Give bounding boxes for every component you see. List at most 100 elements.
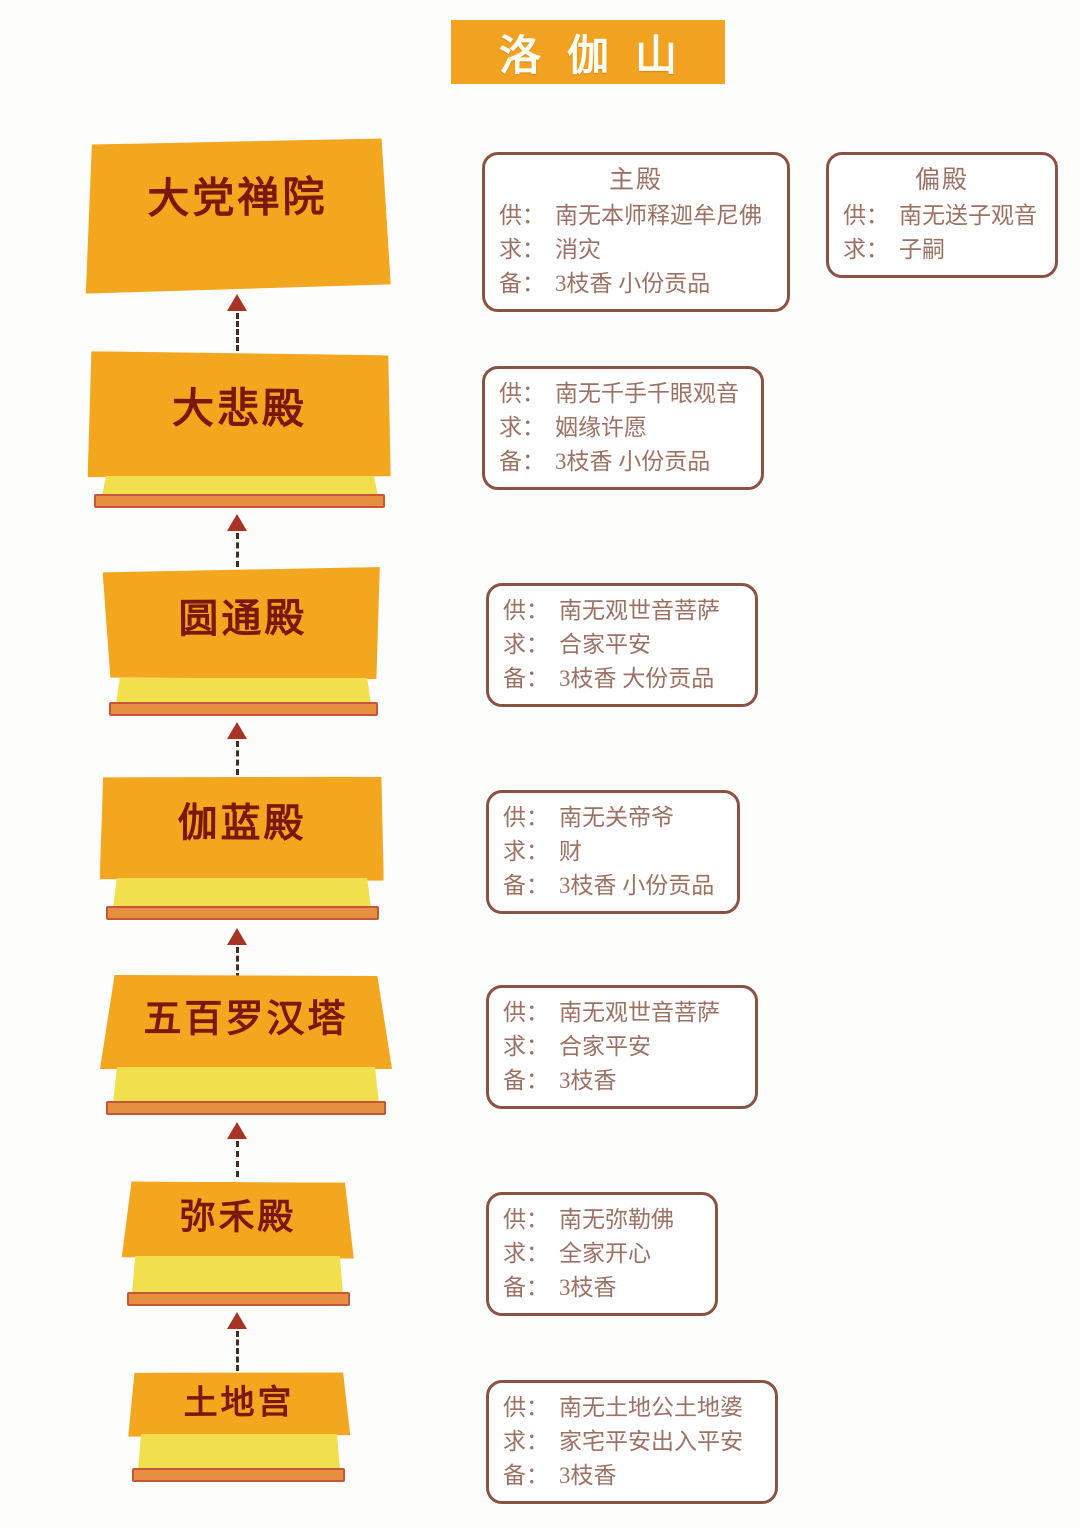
info-line: 备： 3枝香 小份贡品 xyxy=(503,869,723,903)
info-line-value: 3枝香 xyxy=(559,1463,617,1489)
info-line-value: 财 xyxy=(559,839,582,865)
info-line-label: 供： xyxy=(499,203,545,229)
info-line-value: 南无本师释迦牟尼佛 xyxy=(555,203,762,229)
info-line: 备：3枝香 小份贡品 xyxy=(499,267,773,301)
info-line-label: 备： xyxy=(499,449,545,475)
info-line-value: 消灾 xyxy=(555,237,601,263)
temple-base xyxy=(106,1101,386,1115)
info-line-label: 供： xyxy=(843,203,889,229)
temple-name: 大悲殿 xyxy=(171,386,308,433)
up-arrow-6 xyxy=(227,1312,247,1371)
info-box-五百罗汉塔: 供：南无观世音菩萨求：合家平安备： 3枝香 xyxy=(486,985,758,1110)
arrow-dashed-line xyxy=(235,533,239,567)
info-line-value: 南无土地公土地婆 xyxy=(559,1395,743,1420)
info-line-label: 供： xyxy=(503,598,549,623)
info-line: 供： 南无本师释迦牟尼佛 xyxy=(499,199,773,233)
info-line-value: 合家平安 xyxy=(559,1034,651,1060)
arrow-head-icon xyxy=(227,294,247,311)
up-arrow-2 xyxy=(227,514,247,567)
temple-name: 大党禅院 xyxy=(147,175,328,223)
info-box-弥禾殿: 供：南无弥勒佛求：全家开心备：3枝香 xyxy=(486,1192,718,1317)
info-line-label: 备： xyxy=(503,1463,549,1489)
info-line-value: 姻缘许愿 xyxy=(555,415,647,441)
info-line-label: 求： xyxy=(503,1429,549,1455)
info-line-value: 家宅平安出入平安 xyxy=(559,1429,743,1455)
info-line: 备： 3枝香 xyxy=(503,1459,761,1493)
info-line-value: 3枝香 小份贡品 xyxy=(555,449,711,475)
info-box-title: 主殿 xyxy=(608,167,663,194)
info-line-value: 3枝香 小份贡品 xyxy=(555,271,711,297)
info-line-value: 南无观世音菩萨 xyxy=(559,1000,720,1025)
info-line-label: 供： xyxy=(503,1207,549,1232)
info-box-大党禅院-主殿: 主殿供： 南无本师释迦牟尼佛求： 消灾备：3枝香 小份贡品 xyxy=(482,152,790,313)
info-line: 供： 南无关帝爷 xyxy=(503,801,723,835)
info-line-value: 南无千手千眼观音 xyxy=(555,381,739,406)
arrow-dashed-line xyxy=(235,741,239,775)
temple-base xyxy=(94,494,385,508)
info-line-label: 求： xyxy=(503,1241,549,1267)
temple-body xyxy=(116,678,371,704)
info-line-label: 备： xyxy=(503,1068,549,1094)
temple-roof: 五百罗汉塔 xyxy=(100,975,392,1069)
arrow-head-icon xyxy=(227,514,247,531)
page-title: 洛伽山 xyxy=(451,20,725,84)
info-line-label: 求： xyxy=(499,237,545,263)
info-line-value: 3枝香 小份贡品 xyxy=(559,873,715,899)
info-line: 供： 南无送子观音 xyxy=(843,199,1041,233)
info-line: 供： 南无土地公土地婆 xyxy=(503,1391,761,1425)
info-box-土地宫: 供： 南无土地公土地婆求： 家宅平安出入平安备： 3枝香 xyxy=(486,1380,778,1505)
info-line: 供： 南无千手千眼观音 xyxy=(499,377,747,411)
info-line: 备：3枝香 xyxy=(503,1271,701,1305)
arrow-head-icon xyxy=(227,722,247,739)
temple-block-2: 大悲殿 xyxy=(88,352,391,512)
info-line: 供：南无观世音菩萨 xyxy=(503,996,741,1030)
info-line: 求： 家宅平安出入平安 xyxy=(503,1425,761,1459)
info-line: 求：合家平安 xyxy=(503,1030,741,1064)
info-line-label: 供： xyxy=(503,805,549,830)
temple-body xyxy=(113,1067,379,1103)
up-arrow-5 xyxy=(227,1122,247,1177)
info-line-value: 南无送子观音 xyxy=(899,203,1037,229)
temple-roof: 弥禾殿 xyxy=(122,1181,354,1258)
info-line-label: 供： xyxy=(499,381,545,406)
info-line: 求： 财 xyxy=(503,835,723,869)
temple-name: 五百罗汉塔 xyxy=(143,997,349,1040)
info-line-label: 备： xyxy=(503,873,549,899)
info-line: 求： 全家开心 xyxy=(503,1237,701,1271)
arrow-head-icon xyxy=(227,928,247,945)
temple-name: 土地宫 xyxy=(183,1383,295,1422)
info-line: 求：姻缘许愿 xyxy=(499,411,747,445)
info-line: 备：3枝香 大份贡品 xyxy=(503,662,741,696)
arrow-dashed-line xyxy=(235,947,239,979)
info-line: 供： 南无观世音菩萨 xyxy=(503,594,741,628)
temple-base xyxy=(132,1468,345,1482)
temple-block-1: 大党禅院 xyxy=(85,140,390,292)
info-line-value: 全家开心 xyxy=(559,1241,651,1267)
arrow-dashed-line xyxy=(235,313,239,351)
info-line-value: 3枝香 xyxy=(559,1068,617,1094)
temple-name: 圆通殿 xyxy=(178,595,308,642)
info-line: 求： 合家平安 xyxy=(503,628,741,662)
info-line-value: 南无关帝爷 xyxy=(559,805,674,830)
temple-body xyxy=(132,1256,343,1294)
temple-name: 伽蓝殿 xyxy=(177,800,307,847)
info-line-value: 南无观世音菩萨 xyxy=(559,598,720,623)
info-line-value: 3枝香 大份贡品 xyxy=(559,666,715,692)
temple-body xyxy=(113,878,371,908)
up-arrow-4 xyxy=(227,928,247,979)
info-line: 求： 消灾 xyxy=(499,233,773,267)
arrow-head-icon xyxy=(227,1312,247,1329)
info-box-圆通殿: 供： 南无观世音菩萨求： 合家平安备：3枝香 大份贡品 xyxy=(486,583,758,708)
info-line-label: 求： xyxy=(503,632,549,658)
info-line-label: 供： xyxy=(503,1395,549,1420)
up-arrow-3 xyxy=(227,722,247,775)
info-line-label: 求： xyxy=(503,839,549,865)
temple-block-7: 土地宫 xyxy=(128,1372,350,1486)
arrow-head-icon xyxy=(227,1122,247,1139)
info-box-伽蓝殿: 供： 南无关帝爷求： 财备： 3枝香 小份贡品 xyxy=(486,790,740,915)
temple-body xyxy=(102,476,378,496)
arrow-dashed-line xyxy=(235,1331,239,1371)
arrow-dashed-line xyxy=(235,1141,239,1177)
info-line-value: 合家平安 xyxy=(559,632,651,658)
temple-roof: 大党禅院 xyxy=(84,138,391,293)
